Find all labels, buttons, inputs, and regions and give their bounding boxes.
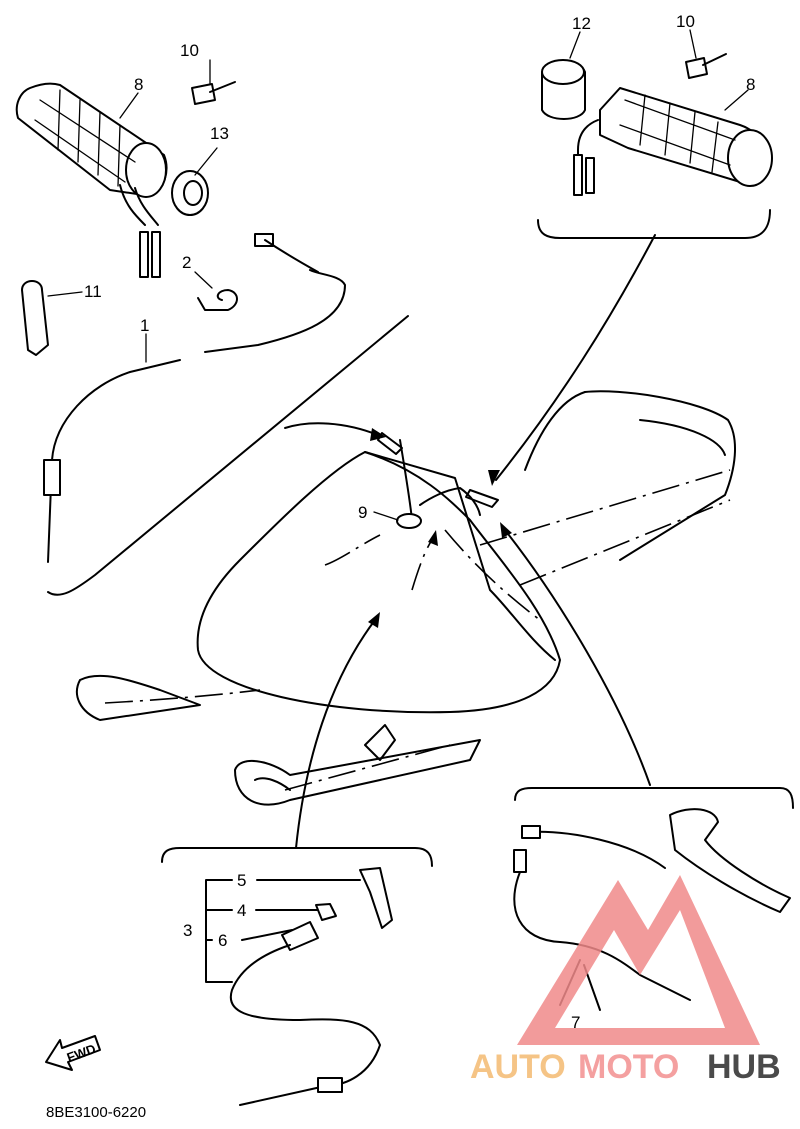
callout-13: 13 bbox=[210, 124, 229, 143]
brake-cable bbox=[513, 871, 691, 1001]
diagram-code: 8BE3100-6220 bbox=[46, 1104, 146, 1121]
watermark-part3: HUB bbox=[707, 1048, 781, 1086]
grip-left bbox=[15, 82, 168, 278]
group-bottom-right bbox=[513, 787, 794, 1011]
watermark-part2: MOTO bbox=[578, 1048, 679, 1086]
callouts: 8 10 13 11 2 1 12 10 8 9 5 4 3 6 7 bbox=[84, 12, 755, 1032]
callout-6: 6 bbox=[218, 931, 227, 950]
routing-arrows bbox=[284, 234, 656, 849]
holder bbox=[359, 867, 393, 929]
nut bbox=[315, 903, 337, 921]
callout-7: 7 bbox=[571, 1013, 580, 1032]
callout-5: 5 bbox=[237, 871, 246, 890]
callout-4: 4 bbox=[237, 901, 246, 920]
callout-11: 11 bbox=[84, 282, 102, 301]
collar-hole bbox=[183, 180, 203, 206]
callout-1: 1 bbox=[140, 316, 149, 335]
throttle-cable bbox=[229, 944, 381, 1106]
bolt-left bbox=[191, 81, 236, 105]
cable-sleeve bbox=[317, 1077, 343, 1093]
fwd-arrow: FWD bbox=[45, 1035, 101, 1071]
grip-right bbox=[573, 87, 773, 196]
watermark-text: AUTO MOTO HUB bbox=[470, 1048, 781, 1086]
callout-12: 12 bbox=[572, 14, 591, 33]
callout-8-left: 8 bbox=[134, 75, 143, 94]
group-top-left bbox=[15, 81, 409, 596]
callout-9: 9 bbox=[358, 503, 367, 522]
bolt-right bbox=[685, 53, 727, 79]
group-top-right bbox=[537, 53, 773, 239]
brake-lever bbox=[669, 808, 791, 913]
callout-3: 3 bbox=[183, 921, 192, 940]
leader-6 bbox=[241, 929, 293, 941]
cable-end-left bbox=[513, 849, 527, 873]
cable-end-top bbox=[521, 825, 541, 839]
callout-2: 2 bbox=[182, 253, 191, 272]
cap-top bbox=[541, 59, 585, 85]
band bbox=[21, 280, 49, 356]
clip bbox=[197, 289, 238, 311]
watermark-logo bbox=[517, 875, 760, 1045]
brake-cable-top bbox=[527, 830, 666, 869]
cable-left bbox=[43, 233, 346, 563]
callout-10-left: 10 bbox=[180, 41, 199, 60]
callout-10-right: 10 bbox=[676, 12, 695, 31]
watermark-part1: AUTO bbox=[470, 1048, 566, 1086]
group-bottom-left bbox=[161, 847, 433, 1106]
callout-leaders bbox=[47, 29, 749, 521]
callout-8-right: 8 bbox=[746, 75, 755, 94]
snowmobile-outline bbox=[75, 390, 736, 806]
